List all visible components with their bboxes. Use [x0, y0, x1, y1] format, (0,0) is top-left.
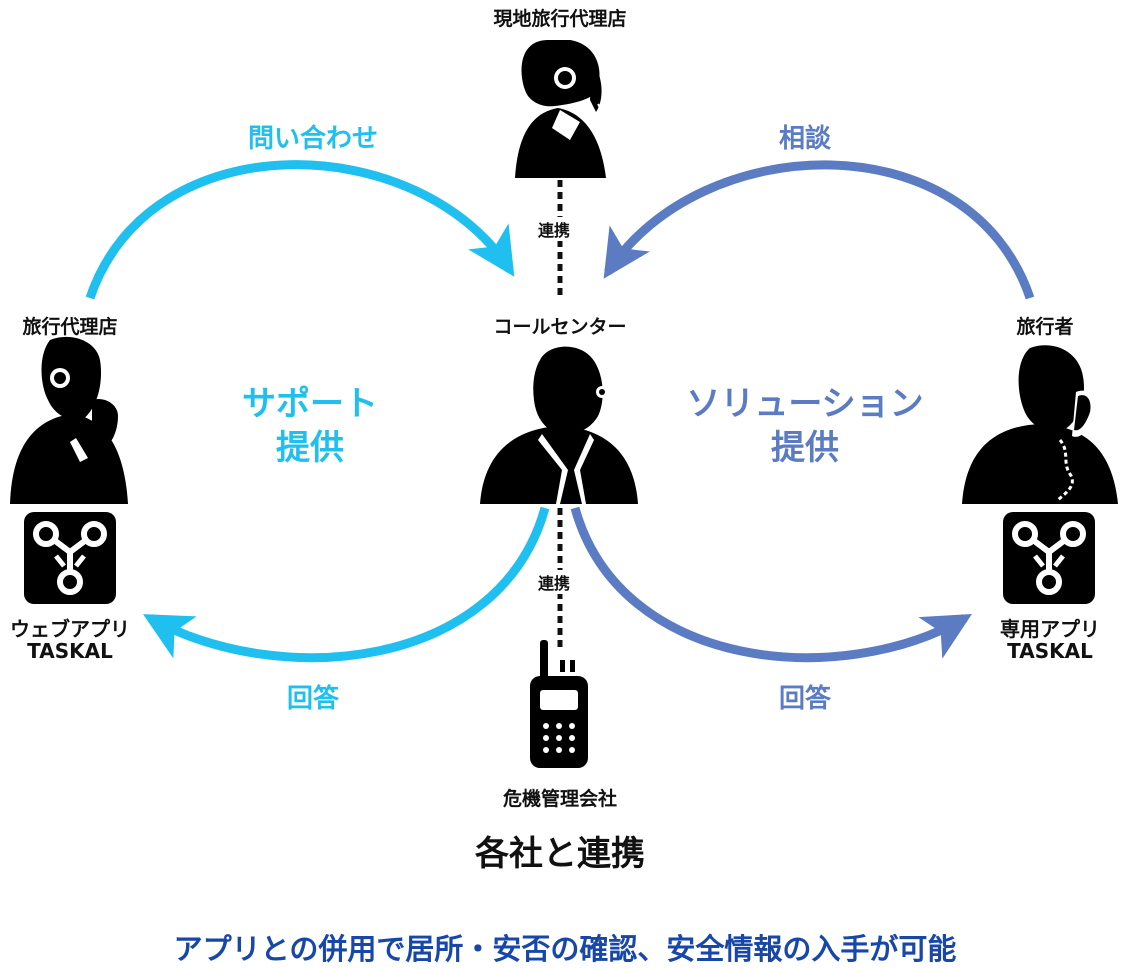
support-label: サポート 提供 [180, 382, 440, 470]
support-line2: 提供 [276, 428, 344, 468]
arrow-label-inquiry: 問い合わせ [247, 124, 378, 154]
local-agency-operator-silhouette-icon [515, 40, 606, 178]
solution-line2: 提供 [771, 428, 839, 468]
label-local-agency: 現地旅行代理店 [493, 8, 627, 30]
link-label-bottom: 連携 [536, 570, 573, 594]
arrow-answer-left [142, 506, 550, 663]
taskal-logo-left [24, 512, 116, 604]
dedicated-app-label: 専用アプリ TASKAL [985, 618, 1115, 662]
arrow-label-answer-right: 回答 [778, 684, 831, 714]
support-line1: サポート [242, 384, 378, 424]
summary-text: 各社と連携 [475, 834, 645, 874]
label-crisis-company: 危機管理会社 [502, 788, 617, 810]
call-center-operator-silhouette-icon [480, 346, 638, 504]
dedicated-app-line1: 専用アプリ [1000, 617, 1100, 641]
label-agency: 旅行代理店 [22, 316, 118, 338]
label-traveler: 旅行者 [1016, 316, 1074, 338]
arrow-inquiry [85, 160, 515, 300]
label-call-center: コールセンター [493, 316, 627, 338]
web-app-line1: ウェブアプリ [10, 617, 130, 641]
web-app-label: ウェブアプリ TASKAL [0, 618, 140, 662]
arrow-answer-right [570, 506, 972, 663]
arrow-label-consult: 相談 [778, 124, 831, 154]
arrow-consult [603, 160, 1035, 300]
solution-label: ソリューション 提供 [650, 382, 960, 470]
link-label-top: 連携 [536, 217, 573, 241]
web-app-line2: TASKAL [27, 639, 113, 663]
walkie-talkie-icon [530, 640, 588, 768]
dedicated-app-line2: TASKAL [1007, 639, 1093, 663]
agency-operator-silhouette-icon [10, 336, 128, 504]
taskal-logo-right [1003, 512, 1095, 604]
footer-text: アプリとの併用で居所・安否の確認、安全情報の入手が可能 [173, 932, 957, 966]
traveler-silhouette-icon [962, 345, 1118, 504]
solution-line1: ソリューション [686, 384, 924, 424]
arrow-label-answer-left: 回答 [286, 684, 339, 714]
